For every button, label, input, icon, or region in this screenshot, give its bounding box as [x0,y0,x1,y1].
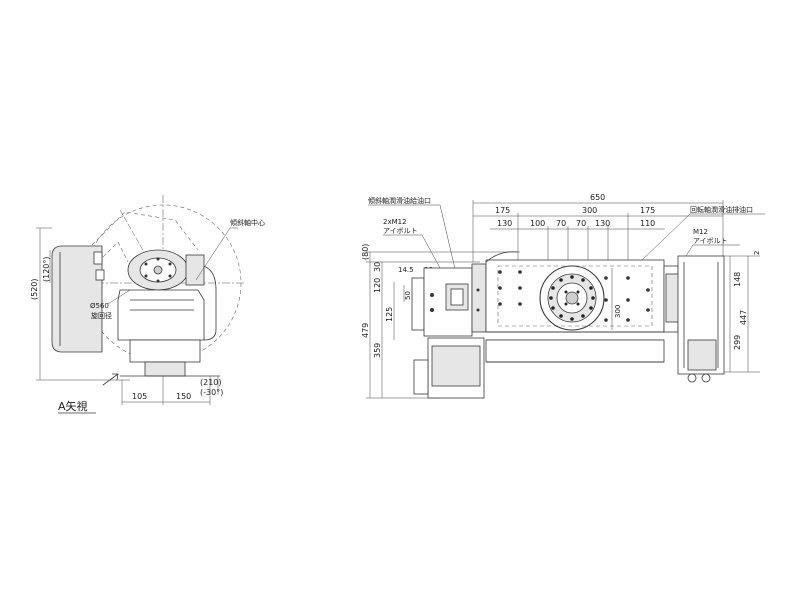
swing-dia-text: 旋回径 [91,311,112,320]
lower-motor-inner [431,345,481,387]
tilted-outline [91,211,199,251]
dim-50: 50 [404,291,412,300]
dim-70b: 70 [576,219,586,228]
dim-105: 105 [132,392,147,401]
bolt-hole [144,262,148,266]
eyebolt-left-1: 2xM12 [383,218,407,226]
dim-110: 110 [640,219,655,228]
dim-14-5: 14.5 [398,266,414,274]
dim-479: 479 [361,323,370,338]
rot-lube-leader [639,213,691,263]
dim-100: 100 [530,219,545,228]
bolt-hole [476,288,480,292]
base-block [129,339,201,363]
bolt-hole [144,274,148,278]
dim-359: 359 [373,343,382,358]
swing-dia-leader [107,289,131,305]
cradle-side-block [185,254,205,286]
dim-130b: 130 [595,219,610,228]
view-label: A矢視 [58,399,88,413]
bolt-hole [476,308,480,312]
dim-125: 125 [385,307,394,322]
dim-148: 148 [733,272,742,287]
dim-30: 30 [373,262,382,272]
bolt-hole [156,279,160,283]
faceplate-bolts [549,275,595,321]
lower-side-plate [413,359,429,395]
dim-447: 447 [739,310,748,325]
eyebolt-ring [701,373,711,383]
tilted-outline-2 [97,241,129,263]
table-holes [498,270,650,322]
faceplate-outer [539,265,605,331]
dim-175a: 175 [495,206,510,215]
dim-70a: 70 [556,219,566,228]
cradle-arm [195,264,217,341]
dim-210: (210) [200,378,222,387]
bolt-hole [168,262,172,266]
motor-housing [51,245,103,353]
dim-2: 2 [753,251,761,255]
eyebolt-ring [687,373,697,383]
bolt-hole [430,308,434,312]
bolt-hole [156,257,160,261]
bolt-hole [430,293,434,297]
eyebolt-left-2: アイボルト [383,227,418,235]
dim-120deg: (120°) [42,256,51,282]
tilt-lube-supply-label: 傾斜軸潤滑油給油口 [368,196,431,205]
dim-80: (80) [361,244,370,260]
bolt-hole [168,274,172,278]
rotary-table-hub [153,265,163,275]
view-arrow [102,373,119,386]
eyebolt-right-2: アイボルト [693,237,728,245]
eyebolt-right-1: M12 [693,228,708,236]
motor-flange [471,263,487,333]
arm-curve [485,251,519,263]
dim-300: 300 [582,206,597,215]
dim-175b: 175 [640,206,655,215]
detail-block [95,269,105,281]
swing-dia-label: Ø560 [90,302,109,310]
side-plate [411,277,425,331]
faceplate-hub [565,291,579,305]
eyebolt-leader [421,234,441,269]
dim-130a: 130 [497,219,512,228]
lube-port-inner [450,288,464,306]
dim-300v: 300 [614,305,622,318]
table-base [485,339,665,363]
rot-lube-drain-label: 回転軸潤滑油排油口 [690,205,753,214]
left-view: 傾斜軸中心 Ø560 旋回径 (520) (120°) 105 150 (210… [30,195,265,414]
dim-299: 299 [733,335,742,350]
dim-30deg: (-30°) [200,388,223,397]
dim-150: 150 [176,392,191,401]
dim-650: 650 [590,193,605,202]
detail-block [93,251,103,265]
right-view: 650 175 300 175 130 100 70 70 130 110 傾斜… [361,193,765,399]
tilt-center-leader [195,227,231,281]
dim-120: 120 [373,278,382,293]
base-foot [144,361,186,377]
tilt-center-label: 傾斜軸中心 [230,218,265,227]
right-motor-bottom [687,339,717,371]
dim-520: (520) [30,278,39,300]
cradle-body [117,289,205,341]
